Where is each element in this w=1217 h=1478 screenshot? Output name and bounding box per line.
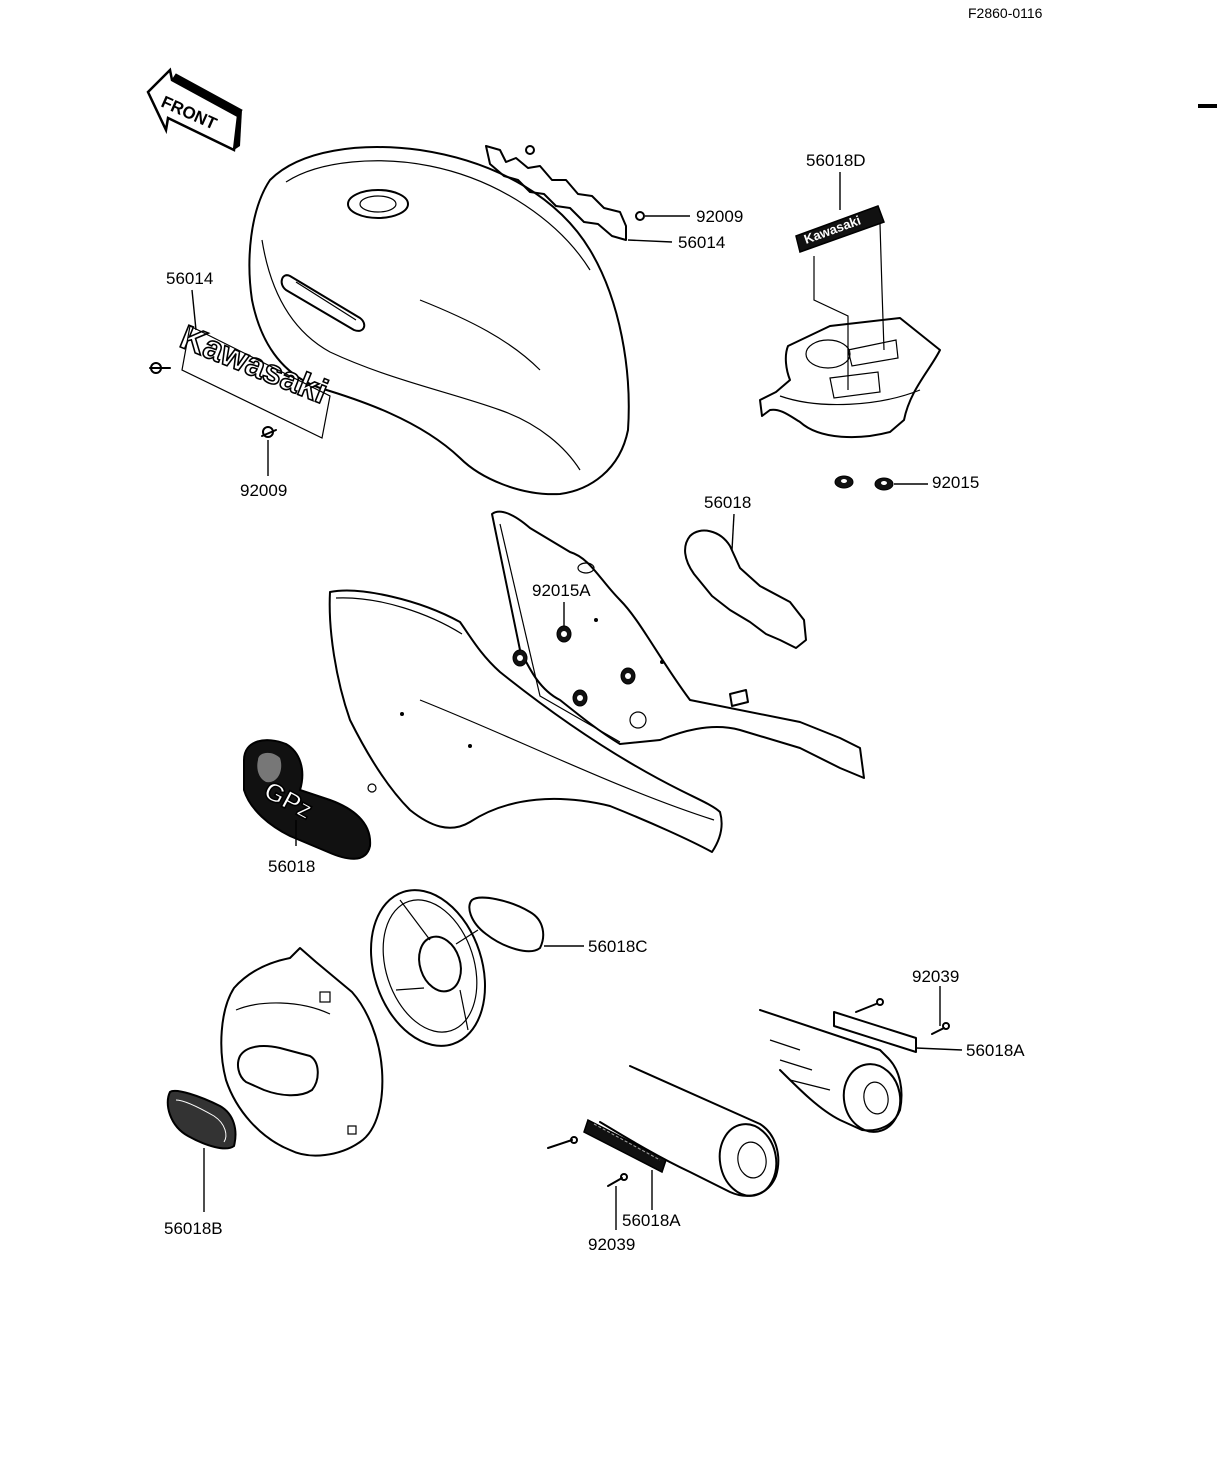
callout-92009-side: 92009	[240, 481, 287, 500]
callout-56018C: 56018C	[588, 937, 648, 956]
callout-92009-top: 92009	[696, 207, 743, 226]
rivet-icon	[547, 1136, 578, 1149]
callout-92015A: 92015A	[532, 581, 591, 600]
muffler-right	[759, 1009, 903, 1133]
callout-56014-side: 56014	[166, 269, 213, 288]
callout-56018B: 56018B	[164, 1219, 223, 1238]
nut-icon	[874, 477, 894, 491]
callout-92015: 92015	[932, 473, 979, 492]
nut-icon	[834, 475, 854, 489]
gpz-emblem: GPz	[243, 739, 372, 860]
figure-code: F2860-0116	[968, 5, 1043, 21]
screw-icon	[525, 145, 535, 155]
kawasaki-logo-icon: Kawasaki	[802, 212, 863, 246]
nut-icon	[556, 625, 572, 643]
fuel-tank	[248, 146, 630, 496]
callout-56014-top: 56014	[678, 233, 725, 252]
engine-cover-emblem	[468, 896, 545, 953]
screw-icon	[635, 211, 645, 221]
callout-56018A-right: 56018A	[966, 1041, 1025, 1060]
side-cover	[491, 510, 865, 779]
rivet-icon	[855, 998, 884, 1013]
rivet-icon	[607, 1173, 628, 1187]
callout-56018-lower: 56018	[268, 857, 315, 876]
kawasaki-logo-icon: Kawasaki	[175, 318, 333, 411]
callout-92039-right: 92039	[912, 967, 959, 986]
muffler-emblem-left	[583, 1118, 667, 1174]
engine-cover-left-emblem	[166, 1090, 237, 1150]
callout-56018A-left: 56018A	[622, 1211, 681, 1230]
callout-92039-left: 92039	[588, 1235, 635, 1254]
tail-emblem: Kawasaki	[795, 205, 885, 253]
muffler-emblem-right	[833, 1011, 917, 1053]
tank-side-emblem: Kawasaki	[174, 317, 334, 439]
engine-cover-ring	[370, 889, 486, 1047]
engine-cover	[220, 947, 384, 1157]
nut-icon	[512, 649, 528, 667]
screw-icon	[261, 426, 277, 438]
tank-top-emblem	[485, 145, 690, 243]
screw-icon	[149, 362, 171, 374]
callout-56018D: 56018D	[806, 151, 866, 170]
edge-mark	[1198, 104, 1217, 108]
muffler-left	[599, 1065, 780, 1197]
nut-icon	[620, 667, 636, 685]
callout-56018-upper: 56018	[704, 493, 751, 512]
nut-icon	[572, 689, 588, 707]
side-emblem-plate	[684, 529, 807, 649]
front-arrow: FRONT	[146, 67, 243, 152]
rivet-icon	[931, 1022, 950, 1035]
frame-cover	[328, 589, 723, 853]
tail-cover	[759, 317, 941, 439]
